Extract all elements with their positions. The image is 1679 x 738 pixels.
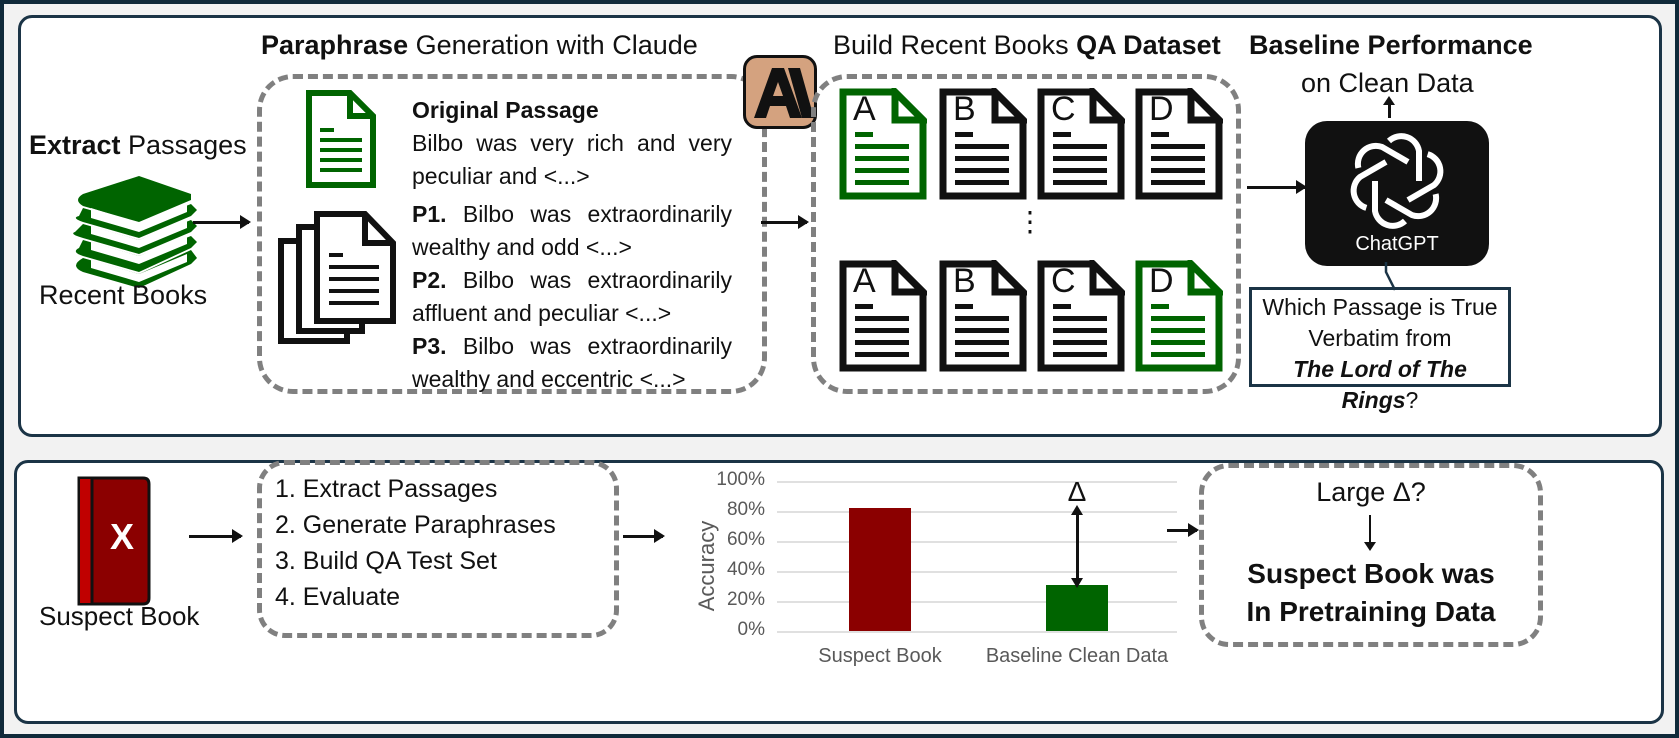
chatgpt-logo-box: ChatGPT (1305, 121, 1489, 266)
step-item: 2. Generate Paraphrases (275, 511, 556, 539)
openai-logo-icon (1337, 127, 1457, 235)
result-box (1199, 463, 1543, 647)
suspect-book-letter: X (109, 516, 134, 557)
chart-y-tick-label: 60% (726, 529, 765, 550)
baseline-title: Baseline Performance (1249, 30, 1533, 60)
arrow-dataset-to-chatgpt (1247, 180, 1307, 194)
chatgpt-label: ChatGPT (1355, 233, 1439, 255)
step-item: 1. Extract Passages (275, 475, 498, 503)
answer-letter: B (953, 90, 976, 128)
extract-title: Extract Passages (29, 130, 247, 160)
ellipsis-vertical: ⋮ (1016, 206, 1044, 237)
arrow-chart-to-result (1167, 523, 1199, 537)
arrow-paraphrase-to-dataset (761, 215, 809, 229)
original-passage-text: Bilbo was very rich and very peculiar an… (412, 130, 732, 189)
chart-x-tick-label: Suspect Book (818, 645, 942, 667)
chart-gridline (777, 481, 1177, 483)
chart-plot-area: 0% 20% 40% 60% 80% 100% Suspect Book Baseline C… (667, 469, 1227, 681)
paraphrase-item: P2. Bilbo was extraordinarily affluent a… (412, 267, 732, 326)
book-stack-icon (69, 176, 209, 288)
bottom-panel-detection: X Suspect Book 1. Extract Passages 2. Ge… (14, 460, 1664, 724)
paraphrase-item: P1. Bilbo was extraordinarily wealthy an… (412, 201, 732, 260)
arrow-chatgpt-to-baseline (1383, 96, 1395, 118)
delta-label: Δ (1067, 476, 1087, 507)
answer-document-icon: C (1037, 83, 1130, 200)
answer-document-icon: A (839, 255, 932, 372)
answer-letter: A (853, 262, 876, 300)
paraphrase-item: P3. Bilbo was extraordinarily wealthy an… (412, 333, 732, 392)
anthropic-logo-icon (743, 55, 817, 129)
large-delta-question: Large Δ? (1316, 477, 1426, 507)
original-document-icon (306, 90, 376, 188)
arrow-steps-to-chart (623, 529, 665, 543)
baseline-subtitle: on Clean Data (1301, 68, 1474, 98)
chart-bar (849, 508, 911, 631)
suspect-book-icon: X (77, 476, 151, 606)
top-panel-pipeline: Extract Passages Recent Books Paraphrase… (18, 15, 1662, 437)
answer-letter: C (1051, 262, 1076, 300)
correct-answer-document-icon: A (839, 83, 932, 200)
conclusion-line-2: In Pretraining Data (1246, 596, 1496, 627)
chart-y-tick-label: 40% (726, 559, 765, 580)
chart-gridline (777, 571, 1177, 573)
step-item: 3. Build QA Test Set (275, 547, 497, 575)
arrow-extract-to-paraphrase (193, 215, 251, 229)
answer-letter: D (1149, 90, 1174, 128)
answer-document-icon: B (939, 255, 1032, 372)
chart-y-tick-label: 20% (726, 589, 765, 610)
chart-y-tick-label: 0% (737, 619, 765, 640)
chart-gridline (777, 601, 1177, 603)
paraphrase-title: Paraphrase Generation with Claude (261, 30, 698, 60)
answer-letter: C (1051, 90, 1076, 128)
chart-gridline (777, 541, 1177, 543)
answer-document-icon: C (1037, 255, 1130, 372)
chart-y-tick-label: 80% (726, 499, 765, 520)
connector-line (1384, 262, 1397, 291)
arrow-down-to-conclusion (1364, 515, 1376, 551)
correct-answer-document-icon: D (1135, 255, 1228, 372)
question-line-3: The Lord of The Rings? (1293, 356, 1467, 413)
original-passage-heading: Original Passage (412, 97, 599, 123)
paraphrase-documents-icon (277, 211, 397, 346)
chart-y-tick-label: 100% (716, 469, 765, 490)
dataset-box (811, 74, 1241, 394)
question-box: Which Passage is True Verbatim from The … (1249, 287, 1511, 413)
answer-document-icon: B (939, 83, 1032, 200)
step-item: 4. Evaluate (275, 583, 401, 611)
answer-letter: A (853, 90, 876, 128)
dataset-title: Build Recent Books QA Dataset (833, 30, 1221, 60)
steps-list: 1. Extract Passages 2. Generate Paraphra… (275, 471, 556, 615)
answer-letter: D (1149, 262, 1174, 300)
arrow-suspect-to-steps (189, 529, 243, 543)
chart-gridline (777, 631, 1177, 633)
chart-bar (1046, 584, 1108, 631)
suspect-book-caption: Suspect Book (39, 601, 200, 631)
question-line-2: Verbatim from (1308, 325, 1452, 351)
conclusion-line-1: Suspect Book was (1247, 558, 1495, 589)
recent-books-caption: Recent Books (39, 280, 208, 310)
question-line-1: Which Passage is True (1262, 294, 1498, 320)
paraphrase-list: P1. Bilbo was extraordinarily wealthy an… (412, 198, 732, 396)
chart-x-tick-label: Baseline Clean Data (985, 645, 1169, 667)
answer-document-icon: D (1135, 83, 1228, 200)
answer-letter: B (953, 262, 976, 300)
delta-double-arrow (1071, 505, 1083, 588)
paraphrase-box (257, 74, 767, 394)
original-passage: Original Passage Bilbo was very rich and… (412, 94, 732, 193)
conclusion-text: Suspect Book was In Pretraining Data (1199, 555, 1543, 631)
steps-box-outline (257, 460, 619, 638)
chart-gridline (777, 511, 1177, 513)
